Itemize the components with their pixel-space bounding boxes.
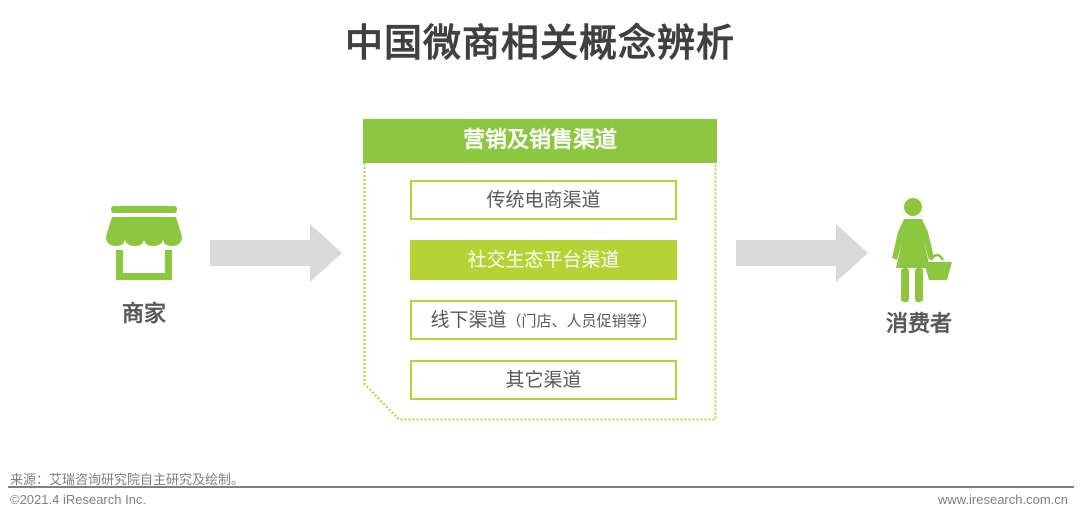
storefront-icon: [106, 206, 182, 280]
arrow-right-icon: [210, 224, 342, 282]
arrow-right-icon: [736, 224, 868, 282]
consumer-label: 消费者: [885, 312, 952, 337]
source-note: 来源：艾瑞咨询研究院自主研究及绘制。: [10, 473, 245, 488]
channel-item-other: 其它渠道: [410, 360, 677, 400]
channel-item-offline: 线下渠道（门店、人员促销等）: [410, 300, 677, 340]
channel-item-ecommerce: 传统电商渠道: [410, 180, 677, 220]
channel-sublabel: （门店、人员促销等）: [506, 312, 657, 330]
footer-divider: [8, 486, 1074, 488]
channel-label: 传统电商渠道: [486, 189, 601, 211]
merchant-label: 商家: [121, 302, 166, 327]
website-link[interactable]: www.iresearch.com.cn: [937, 492, 1068, 507]
shopper-with-basket-icon: [892, 198, 952, 302]
panel-dotted-border: [363, 163, 717, 421]
channel-item-social: 社交生态平台渠道: [410, 240, 677, 280]
channel-label: 其它渠道: [505, 369, 582, 391]
page-title: 中国微商相关概念辨析: [344, 21, 735, 65]
channel-label: 社交生态平台渠道: [467, 249, 620, 271]
copyright: ©2021.4 iResearch Inc.: [10, 492, 147, 507]
panel-header: 营销及销售渠道: [363, 119, 717, 163]
channel-label: 线下渠道: [430, 309, 507, 331]
channels-panel: 营销及销售渠道 传统电商渠道 社交生态平台渠道 线下渠道（门店、人员促销等） 其…: [363, 119, 717, 421]
